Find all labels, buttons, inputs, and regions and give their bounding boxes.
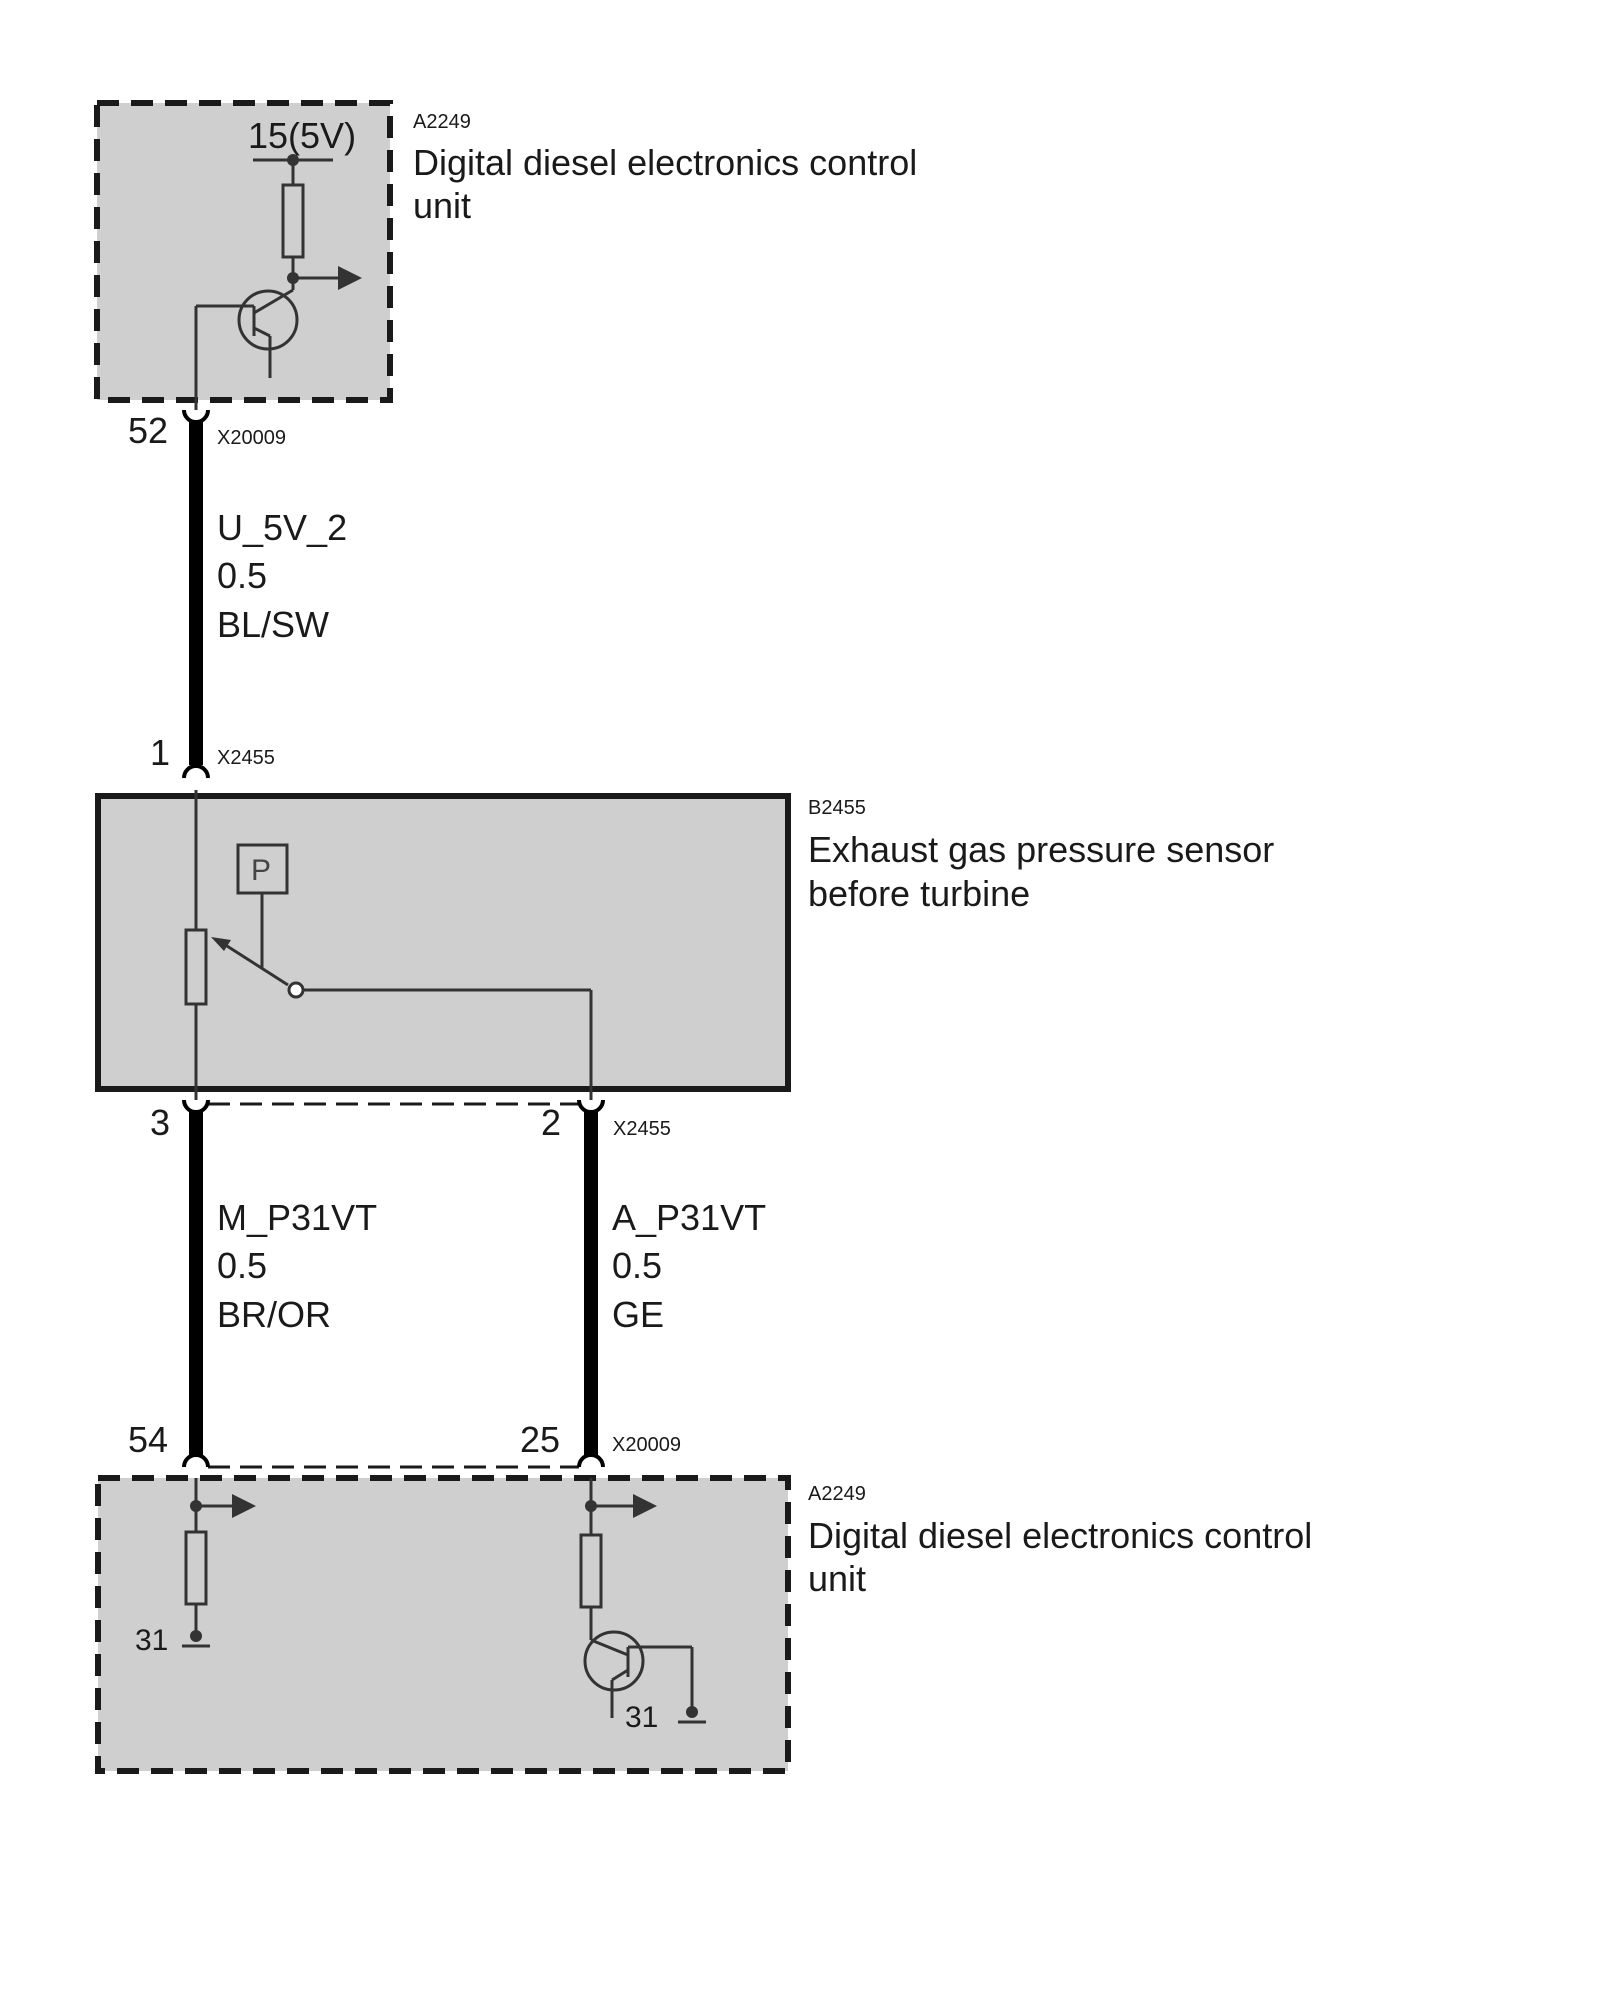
ground-right-label: 31 — [625, 1701, 658, 1734]
ground-right-icon — [686, 1706, 698, 1718]
wire-left-color: BR/OR — [217, 1294, 331, 1335]
output-arrow-icon — [338, 266, 362, 290]
transistor-icon — [237, 289, 299, 351]
ecu-bottom-title-line1: Digital diesel electronics control — [808, 1515, 1312, 1556]
sensor-title-line2: before turbine — [808, 873, 1030, 914]
ground-left-label: 31 — [135, 1624, 168, 1657]
conn-x2455-bottom: X2455 — [613, 1118, 671, 1140]
output-arrow-left-icon — [232, 1494, 256, 1518]
output-arrow-right-icon — [633, 1494, 657, 1518]
ecu-bottom-title-line2: unit — [808, 1558, 866, 1599]
pressure-symbol-label: P — [251, 854, 271, 887]
ecu-bottom-block — [95, 1475, 791, 1774]
wire-right-color: GE — [612, 1294, 664, 1335]
connector-54-icon — [182, 1453, 210, 1468]
ecu-bottom-left-circuit: 31 — [135, 1478, 256, 1657]
wire-right-size: 0.5 — [612, 1245, 662, 1286]
connector-25-icon — [577, 1453, 605, 1468]
supply-label: 15(5V) — [248, 115, 356, 156]
ecu-top-title-line1: Digital diesel electronics control — [413, 142, 917, 183]
ecu-top-title-line2: unit — [413, 185, 471, 226]
connector-52-icon — [182, 409, 210, 424]
conn-x20009-bottom: X20009 — [612, 1434, 681, 1456]
sensor-internal-circuit: P — [184, 790, 593, 1100]
pin-2: 2 — [541, 1102, 561, 1143]
ecu-bottom-right-circuit: 31 — [579, 1478, 706, 1734]
wire-top-size: 0.5 — [217, 555, 267, 596]
wire-top-signal: U_5V_2 — [217, 507, 347, 548]
ecu-top-id: A2249 — [413, 111, 471, 133]
conn-x2455-top: X2455 — [217, 747, 275, 769]
pin-54: 54 — [128, 1419, 168, 1460]
sensor-id: B2455 — [808, 797, 866, 819]
connector-1-icon — [182, 764, 210, 779]
wire-left-size: 0.5 — [217, 1245, 267, 1286]
sensor-block — [95, 793, 791, 1092]
ecu-bottom-id: A2249 — [808, 1483, 866, 1505]
transistor-right-icon — [583, 1630, 645, 1692]
sensor-title-line1: Exhaust gas pressure sensor — [808, 829, 1274, 870]
ground-left-icon — [190, 1630, 202, 1642]
pin-25: 25 — [520, 1419, 560, 1460]
wiper-arrow-icon — [211, 937, 231, 951]
ecu-top-block — [94, 100, 393, 403]
conn-x20009-top: X20009 — [217, 427, 286, 449]
wire-left-signal: M_P31VT — [217, 1197, 377, 1238]
pin-3: 3 — [150, 1102, 170, 1143]
wire-right-signal: A_P31VT — [612, 1197, 766, 1238]
pin-52: 52 — [128, 410, 168, 451]
ecu-top-internal-circuit: 15(5V) — [194, 115, 362, 412]
pin-1: 1 — [150, 732, 170, 773]
wire-top-color: BL/SW — [217, 604, 329, 645]
